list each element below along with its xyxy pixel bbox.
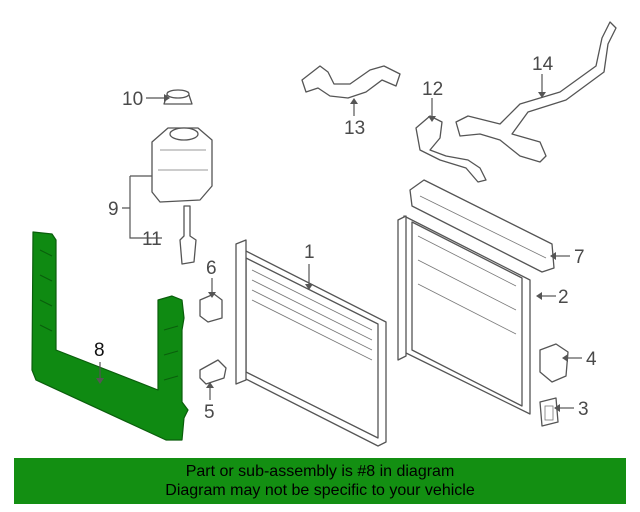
- callout-10: 10: [122, 89, 143, 110]
- callout-7: 7: [574, 247, 585, 268]
- callout-5: 5: [204, 402, 215, 423]
- parts-diagram: 1 2 3 4 5 6 7 8 9 10 11 12 13 14: [31, 21, 617, 447]
- callout-11: 11: [142, 229, 162, 250]
- part-13-hose[interactable]: [301, 65, 401, 99]
- callout-12: 12: [422, 79, 443, 100]
- part-5-mount[interactable]: [199, 359, 227, 385]
- part-12-hose[interactable]: [415, 115, 487, 183]
- part-4-mount[interactable]: [539, 343, 569, 383]
- part-2-condenser[interactable]: [397, 215, 531, 415]
- callout-13: 13: [344, 118, 365, 139]
- part-8-fan-shroud-frame[interactable]: [31, 231, 189, 441]
- callout-8: 8: [94, 340, 105, 361]
- banner-line-2: Diagram may not be specific to your vehi…: [165, 482, 475, 499]
- leader-arrows: [96, 92, 568, 412]
- callouts: 1 2 3 4 5 6 7 8 9 10 11 12 13 14: [94, 54, 597, 423]
- callout-14: 14: [532, 54, 554, 75]
- part-3-seal[interactable]: [539, 397, 559, 427]
- part-14-pipe[interactable]: [455, 21, 617, 163]
- leader-lines: [99, 74, 582, 409]
- callout-3: 3: [578, 399, 589, 420]
- part-9-expansion-tank[interactable]: [151, 127, 213, 203]
- part-10-cap[interactable]: [163, 89, 193, 105]
- banner-line-1: Part or sub-assembly is #8 in diagram: [185, 463, 455, 480]
- callout-4: 4: [586, 349, 597, 370]
- part-7-upper-bracket[interactable]: [409, 179, 555, 273]
- part-11-sensor[interactable]: [179, 205, 197, 265]
- callout-9: 9: [108, 199, 119, 220]
- info-banner: Part or sub-assembly is #8 in diagram Di…: [14, 458, 626, 504]
- callout-2: 2: [558, 287, 569, 308]
- part-6-mount[interactable]: [199, 293, 223, 323]
- callout-6: 6: [206, 258, 217, 279]
- part-1-radiator[interactable]: [235, 239, 387, 447]
- callout-1: 1: [304, 242, 315, 263]
